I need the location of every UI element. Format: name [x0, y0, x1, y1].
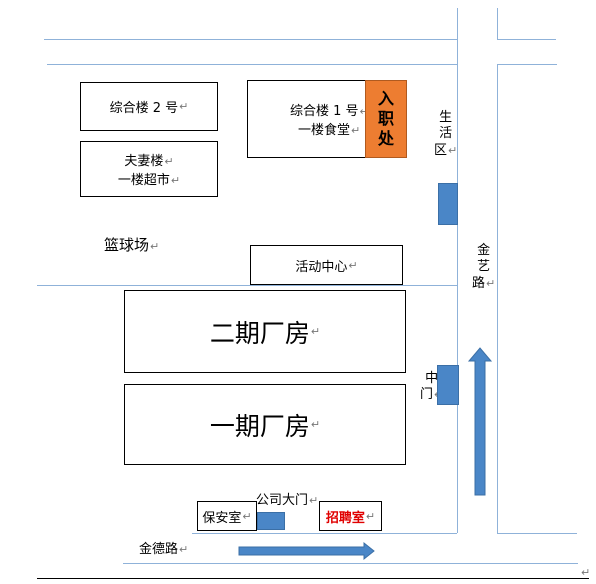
complex-building-2: 综合楼 2 号↵ [80, 82, 218, 131]
security-room-label: 保安室 [202, 510, 242, 526]
couple-building: 夫妻楼↵ 一楼超市↵ [80, 141, 218, 197]
main-gate-label: 公司大门↵ [256, 493, 319, 508]
recruitment-room-label: 招聘室 [325, 510, 365, 526]
canteen-label: 一楼食堂 [298, 123, 351, 138]
plant-phase-2: 二期厂房↵ [124, 290, 406, 373]
activity-center-label: 活动中心 [295, 259, 348, 275]
page-bottom-line [37, 578, 589, 579]
onboarding-office: 入 职 处 [365, 80, 407, 158]
living-area-label: 生 活 区↵ [434, 110, 458, 158]
inner-road-line [47, 64, 457, 65]
plant-phase-1-label: 一期厂房 [209, 411, 310, 441]
bottom-road-top-right [497, 533, 577, 534]
bottom-road-top-left [192, 533, 457, 534]
jinde-road-east-arrow-icon [238, 541, 375, 561]
plant-phase-2-label: 二期厂房 [209, 318, 310, 348]
left-vertical-road-b [497, 8, 498, 39]
bottom-road-line [123, 563, 578, 564]
complex-building-1-label: 综合楼 1 号 [290, 104, 359, 119]
jinde-road-label: 金德路↵ [139, 542, 189, 557]
onboarding-char-2: 职 [377, 109, 394, 128]
living-area-gate-marker [438, 183, 458, 225]
basketball-court-label: 篮球场↵ [104, 236, 160, 254]
corner-return-mark: ↵ [581, 566, 591, 579]
top-right-road-line [497, 39, 556, 40]
supermarket-label: 一楼超市 [117, 173, 170, 188]
recruitment-room: 招聘室↵ [319, 501, 382, 531]
right-vertical-road [497, 64, 498, 534]
right-road-line [497, 64, 557, 65]
middle-gate-marker [437, 365, 459, 405]
left-vertical-road-a [457, 8, 458, 533]
onboarding-char-1: 入 [377, 89, 394, 108]
activity-center: 活动中心↵ [250, 245, 403, 285]
security-room: 保安室↵ [197, 501, 257, 531]
top-road-line [44, 39, 457, 40]
middle-road-line [37, 285, 457, 286]
couple-building-label: 夫妻楼 [124, 154, 164, 169]
jinyi-road-north-arrow-icon [467, 347, 493, 496]
main-gate-marker [257, 512, 285, 530]
complex-building-2-label: 综合楼 2 号 [109, 101, 179, 116]
plant-phase-1: 一期厂房↵ [124, 384, 406, 465]
jinyi-road-label: 金 艺 路↵ [472, 243, 496, 291]
onboarding-char-3: 处 [377, 129, 394, 148]
